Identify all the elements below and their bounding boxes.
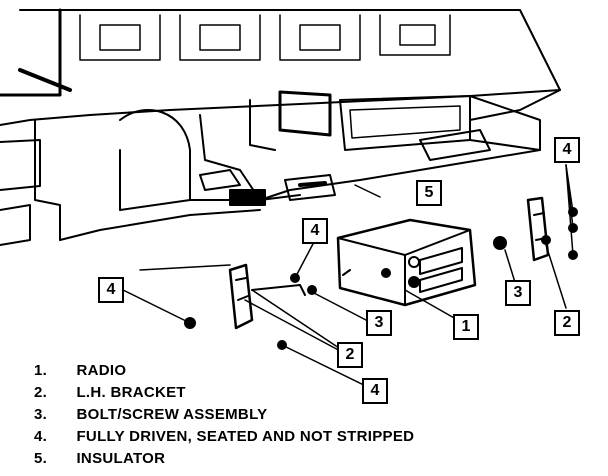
legend-label: BOLT/SCREW ASSEMBLY (76, 406, 268, 423)
legend-row: 2. L.H. BRACKET (34, 382, 414, 404)
callout-5: 5 (416, 180, 442, 206)
legend-label: L.H. BRACKET (76, 384, 186, 401)
callout-2-middle: 2 (337, 342, 363, 368)
legend-number: 4. (34, 428, 48, 445)
legend-number: 5. (34, 450, 48, 467)
parts-legend: 1. RADIO 2. L.H. BRACKET 3. BOLT/SCREW A… (34, 360, 414, 470)
legend-label: INSULATOR (76, 450, 166, 467)
legend-number: 1. (34, 362, 48, 379)
legend-label: RADIO (76, 362, 127, 379)
callout-4-upper-middle: 4 (302, 218, 328, 244)
callout-2-right: 2 (554, 310, 580, 336)
legend-label: FULLY DRIVEN, SEATED AND NOT STRIPPED (76, 428, 415, 445)
callout-4-lower: 4 (362, 378, 388, 404)
legend-row: 1. RADIO (34, 360, 414, 382)
callout-3-middle: 3 (366, 310, 392, 336)
legend-row: 3. BOLT/SCREW ASSEMBLY (34, 404, 414, 426)
lh-bracket-left (228, 263, 306, 330)
callout-4-right: 4 (554, 137, 580, 163)
instrument-panel (0, 8, 561, 246)
callout-3-right: 3 (505, 280, 531, 306)
callout-1: 1 (453, 314, 479, 340)
lh-bracket-right (493, 196, 551, 262)
radio-unit (336, 218, 477, 307)
legend-row: 4. FULLY DRIVEN, SEATED AND NOT STRIPPED (34, 426, 414, 448)
legend-number: 2. (34, 384, 48, 401)
legend-number: 3. (34, 406, 48, 423)
callout-4-left: 4 (98, 277, 124, 303)
legend-row: 5. INSULATOR (34, 448, 414, 470)
